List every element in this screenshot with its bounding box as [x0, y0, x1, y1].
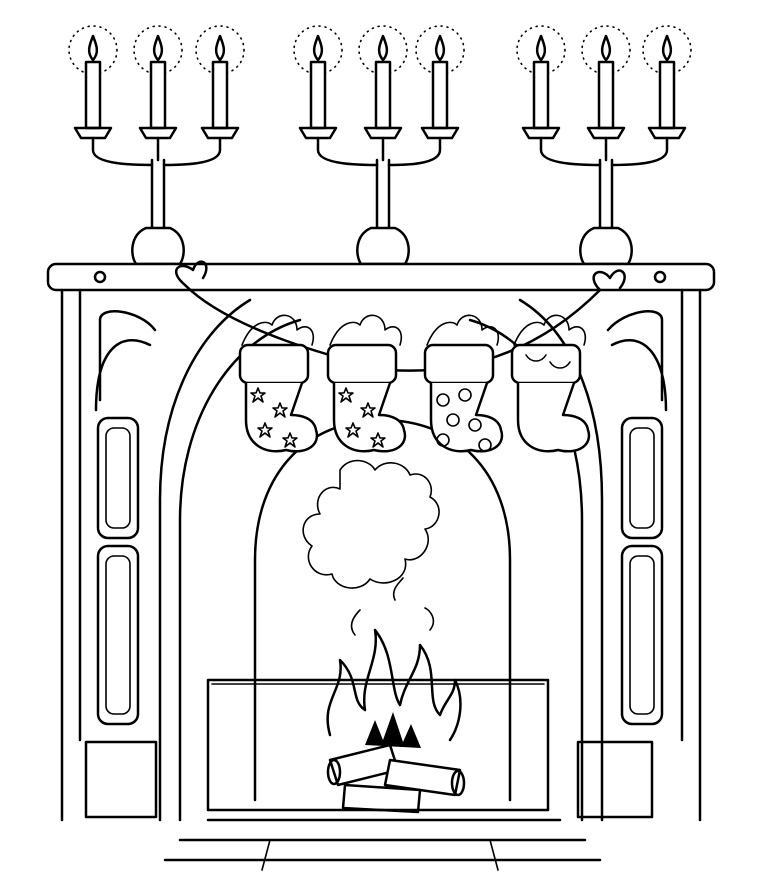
right-pillar-panels: [576, 416, 664, 819]
mantel-shelf: [46, 262, 716, 292]
polka-dot: [436, 393, 450, 407]
star-icon: [345, 422, 361, 438]
smoke: [302, 459, 440, 589]
left-pillar-panels: [84, 416, 158, 819]
candelabra-arms: [91, 136, 222, 167]
candle-cup: [73, 126, 113, 140]
stocking-gift: [513, 314, 587, 346]
polka-dot: [468, 418, 482, 432]
stocking-body: [516, 381, 591, 453]
candle-cup: [420, 126, 460, 140]
candle: [597, 60, 615, 130]
candle-flame-icon: [600, 34, 612, 62]
candelabra-arms: [316, 136, 442, 167]
candelabra-base: [131, 226, 185, 266]
candle-flame-icon: [152, 34, 164, 62]
candle-cup: [200, 126, 240, 140]
stocking: [423, 314, 504, 453]
candle-flame-icon: [312, 34, 324, 62]
candelabra-stem: [598, 158, 614, 230]
stocking-cuff: [238, 343, 310, 385]
candle: [374, 60, 392, 130]
candelabras: [68, 25, 692, 266]
stockings: [238, 314, 591, 453]
star-icon: [272, 402, 288, 418]
candle-cup: [521, 126, 561, 140]
candle-flame-icon: [377, 34, 389, 62]
candle: [532, 60, 550, 130]
fire-flames: [326, 577, 462, 748]
candelabra-base: [579, 226, 633, 266]
candelabra: [68, 25, 245, 266]
star-icon: [257, 422, 273, 438]
stocking: [510, 314, 591, 453]
stocking-gift: [329, 314, 403, 346]
candle-cup: [586, 126, 626, 140]
stocking-cuff: [326, 343, 398, 385]
candle: [309, 60, 327, 130]
candle-cup: [298, 126, 338, 140]
candle: [658, 60, 676, 130]
stocking-cuff: [510, 343, 582, 385]
star-icon: [282, 432, 298, 448]
stocking-gift: [426, 314, 500, 346]
star-icon: [250, 387, 266, 403]
fireplace-surround: [60, 288, 702, 822]
polka-dot: [458, 388, 472, 402]
stocking: [238, 314, 319, 453]
candle: [84, 60, 102, 130]
candle-flame-icon: [214, 34, 226, 62]
candle: [431, 60, 449, 130]
candle-cup: [647, 126, 687, 140]
stocking-body: [429, 381, 504, 453]
stocking-cuff: [423, 343, 495, 385]
candle-flame-icon: [87, 34, 99, 62]
stocking-gift: [241, 314, 315, 346]
heart-icon: [525, 354, 571, 369]
polka-dot: [478, 438, 492, 452]
star-icon: [338, 387, 354, 403]
stocking: [326, 314, 407, 453]
polka-dot: [446, 413, 460, 427]
star-icon: [360, 402, 376, 418]
candelabra-stem: [375, 158, 391, 230]
star-icon: [370, 432, 386, 448]
candle: [211, 60, 229, 130]
candle-flame-icon: [661, 34, 673, 62]
candelabra-arms: [539, 136, 669, 167]
candelabra-stem: [150, 158, 166, 230]
logs: [326, 743, 466, 814]
candle-cup: [363, 126, 403, 140]
candelabra-base: [356, 226, 410, 266]
candle-flame-icon: [434, 34, 446, 62]
candle-flame-icon: [535, 34, 547, 62]
polka-dot: [436, 433, 450, 447]
candelabra: [293, 25, 465, 266]
candle-cup: [138, 126, 178, 140]
candelabra: [516, 25, 692, 266]
candle: [149, 60, 167, 130]
fire-screen[interactable]: [206, 678, 550, 812]
